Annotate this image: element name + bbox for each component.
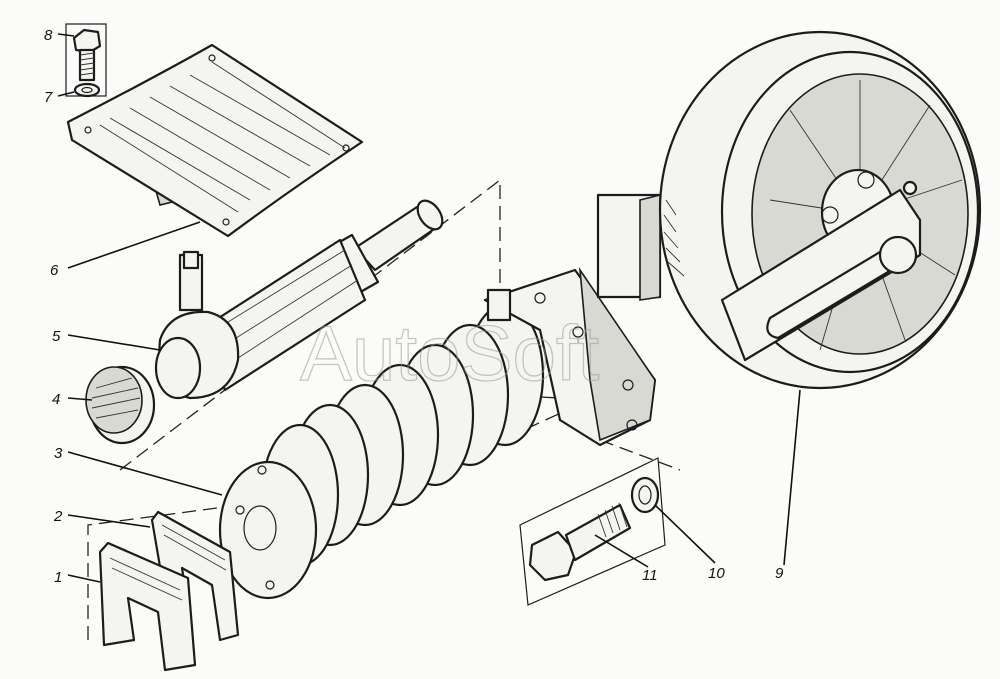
callout-1: 1: [54, 569, 62, 586]
large-bolt-part-11: [528, 502, 632, 582]
callout-11: 11: [642, 567, 658, 584]
rod-assembly-part-5: [154, 199, 444, 400]
washer-part-10: [630, 476, 660, 514]
callout-9: 9: [775, 565, 784, 582]
idler-wheel-part-9: [596, 30, 982, 390]
callout-4: 4: [52, 391, 60, 408]
callout-10: 10: [708, 565, 725, 582]
spring-coils: [260, 303, 545, 567]
spring-part-3: [218, 303, 545, 600]
callout-2: 2: [53, 508, 63, 525]
callout-3: 3: [54, 445, 63, 462]
callout-6: 6: [50, 262, 59, 279]
callout-7: 7: [44, 89, 53, 106]
spring-end-plate: [218, 460, 318, 600]
bracket-housing: [483, 267, 657, 447]
cap-part-4: [85, 365, 156, 445]
callout-leaders: [57, 33, 801, 583]
washer-part-7: [73, 82, 101, 98]
bolt-box: [519, 457, 666, 606]
shim-part-1: [98, 541, 197, 672]
watermark-text: AutoSoft: [300, 309, 600, 397]
callout-5: 5: [52, 328, 61, 345]
cover-plate-part-6: [66, 43, 364, 238]
callout-8: 8: [44, 27, 53, 44]
